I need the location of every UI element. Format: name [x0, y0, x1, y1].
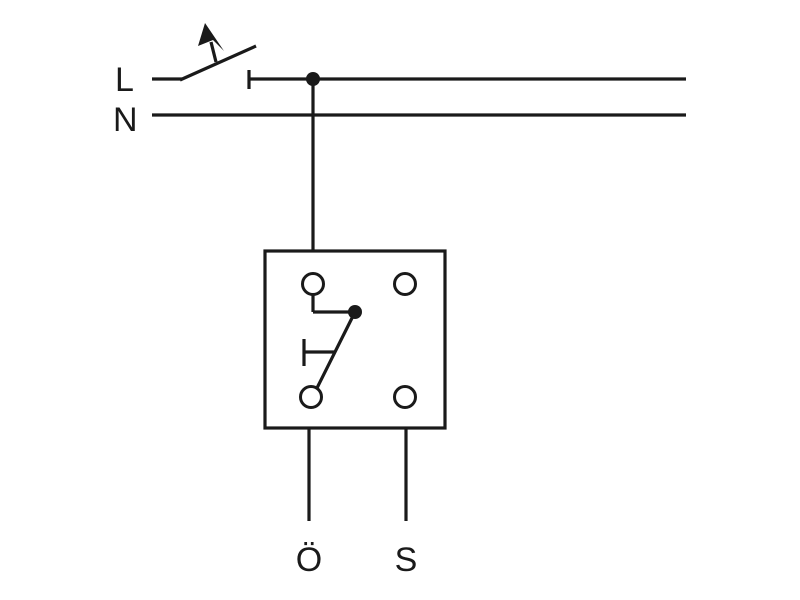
terminal-top-left	[301, 272, 325, 296]
main-switch-actuator-arrow-icon	[198, 23, 224, 51]
internal-switch-blade	[315, 311, 357, 389]
output-label-left: Ö	[296, 541, 322, 579]
output-label-right: S	[395, 541, 418, 579]
line-label: L	[115, 61, 134, 99]
switch-housing	[263, 249, 447, 430]
neutral-label: N	[113, 101, 138, 139]
terminal-bottom-left	[299, 385, 323, 409]
main-switch-actuator-stem	[209, 41, 218, 63]
main-switch	[152, 23, 257, 89]
internal-pivot-dot	[348, 305, 362, 319]
changeover-switch	[263, 249, 447, 430]
terminal-bottom-right	[393, 385, 417, 409]
main-switch-blade	[179, 44, 257, 82]
terminal-top-right	[393, 272, 417, 296]
